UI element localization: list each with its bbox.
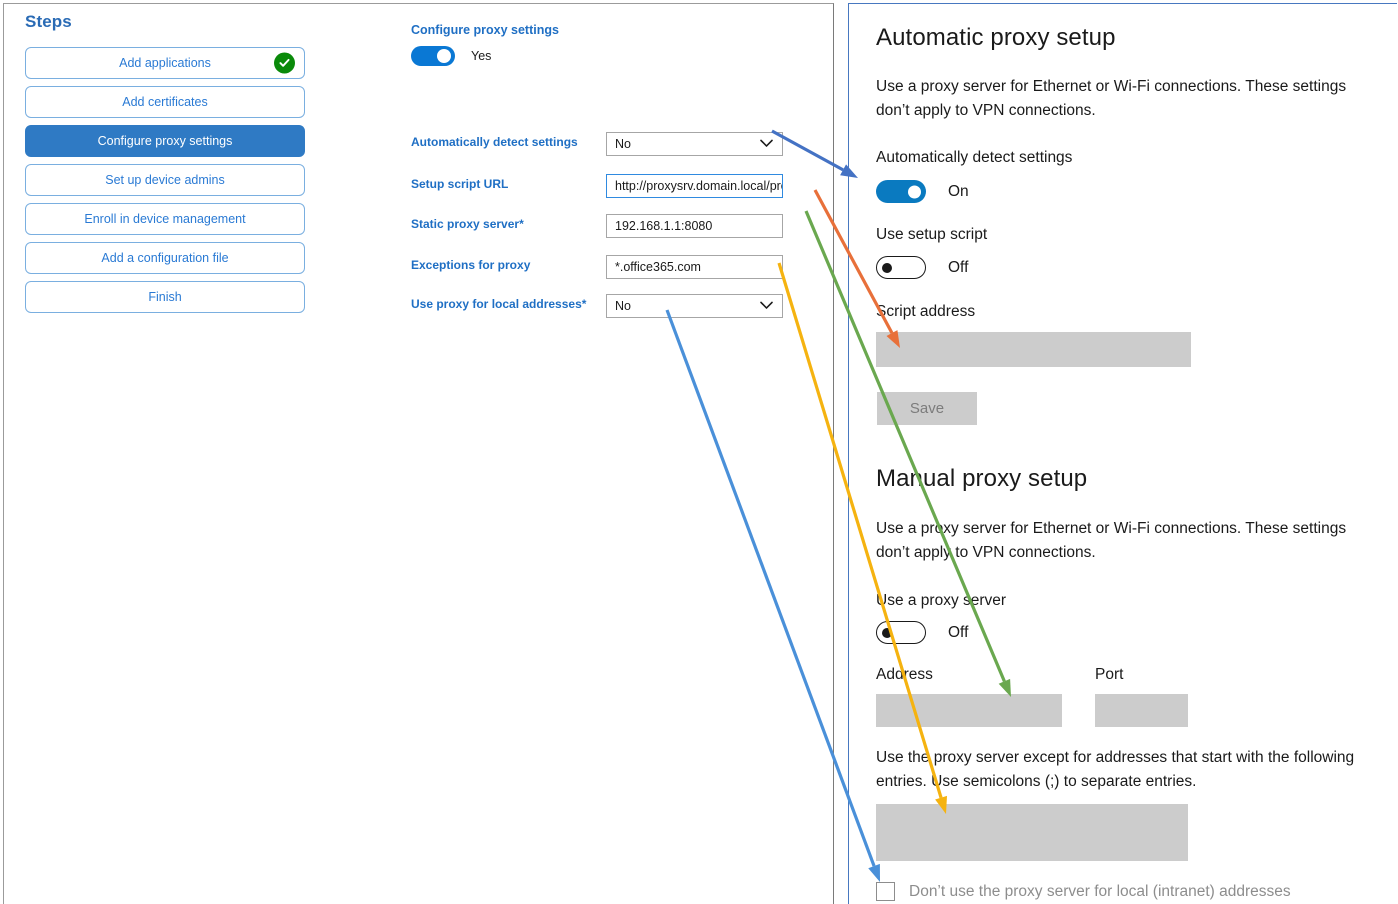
exceptions-for-proxy-input[interactable]: *.office365.com (606, 255, 783, 279)
step-label: Finish (148, 290, 182, 304)
bypass-local-addresses-label: Don’t use the proxy server for local (in… (909, 882, 1291, 900)
automatically-detect-settings-toggle-row: On (876, 180, 969, 203)
automatically-detect-settings-select[interactable]: No (606, 132, 783, 156)
step-item-configure-proxy-settings[interactable]: Configure proxy settings (25, 125, 305, 157)
save-button[interactable]: Save (877, 392, 977, 425)
field-exceptions-for-proxy: Exceptions for proxy *.office365.com (411, 255, 783, 279)
select-value: No (615, 137, 631, 151)
automatically-detect-settings-toggle[interactable] (876, 180, 926, 203)
manual-proxy-setup-description: Use a proxy server for Ethernet or Wi-Fi… (876, 520, 1347, 561)
automatically-detect-settings-label: Automatically detect settings (876, 149, 1073, 166)
use-a-proxy-server-toggle-state: Off (948, 623, 969, 641)
step-label: Configure proxy settings (97, 134, 233, 148)
field-setup-script-url: Setup script URL http://proxysrv.domain.… (411, 174, 783, 198)
static-proxy-server-input[interactable]: 192.168.1.1:8080 (606, 214, 783, 238)
script-address-input[interactable] (876, 332, 1191, 367)
automatically-detect-settings-toggle-state: On (948, 182, 969, 200)
step-label: Set up device admins (105, 173, 225, 187)
field-label: Use proxy for local addresses* (411, 297, 587, 311)
input-value: 192.168.1.1:8080 (615, 219, 713, 233)
use-setup-script-toggle-state: Off (948, 258, 969, 276)
step-item-add-a-configuration-file[interactable]: Add a configuration file (25, 242, 305, 274)
check-circle-icon (274, 52, 295, 74)
step-item-finish[interactable]: Finish (25, 281, 305, 313)
use-a-proxy-server-toggle[interactable] (876, 621, 926, 644)
address-label: Address (876, 666, 933, 683)
step-item-add-applications[interactable]: Add applications (25, 47, 305, 79)
configure-proxy-toggle-label: Yes (471, 49, 492, 63)
use-setup-script-toggle[interactable] (876, 256, 926, 279)
field-label: Exceptions for proxy (411, 258, 531, 272)
field-use-proxy-for-local-addresses: Use proxy for local addresses* No (411, 294, 783, 318)
form-heading: Configure proxy settings (411, 23, 559, 37)
configure-proxy-toggle[interactable] (411, 46, 455, 66)
port-input[interactable] (1095, 694, 1188, 727)
input-value: http://proxysrv.domain.local/proxy.pa (615, 179, 782, 193)
use-a-proxy-server-toggle-row: Off (876, 621, 968, 644)
step-label: Add a configuration file (101, 251, 229, 265)
use-proxy-for-local-addresses-select[interactable]: No (606, 294, 783, 318)
use-setup-script-toggle-row: Off (876, 256, 968, 279)
field-static-proxy-server: Static proxy server* 192.168.1.1:8080 (411, 214, 783, 238)
address-input[interactable] (876, 694, 1062, 727)
field-label: Automatically detect settings (411, 135, 578, 149)
step-item-add-certificates[interactable]: Add certificates (25, 86, 305, 118)
field-label: Static proxy server* (411, 217, 524, 231)
step-label: Enroll in device management (84, 212, 246, 226)
steps-title: Steps (25, 12, 72, 31)
select-value: No (615, 299, 631, 313)
automatic-proxy-setup-description: Use a proxy server for Ethernet or Wi-Fi… (876, 78, 1347, 119)
manual-proxy-setup-heading: Manual proxy setup (876, 465, 1088, 492)
exceptions-input[interactable] (876, 804, 1188, 861)
field-automatically-detect-settings: Automatically detect settings No (411, 132, 783, 156)
automatic-proxy-setup-heading: Automatic proxy setup (876, 24, 1116, 51)
bypass-local-addresses-checkbox[interactable] (876, 882, 895, 901)
wizard-panel: Steps Add applications Add certificates … (3, 3, 834, 904)
step-label: Add applications (119, 56, 211, 70)
use-a-proxy-server-label: Use a proxy server (876, 592, 1007, 609)
port-label: Port (1095, 666, 1124, 683)
steps-list: Add applications Add certificates Config… (25, 47, 305, 320)
step-label: Add certificates (122, 95, 208, 109)
input-value: *.office365.com (615, 260, 701, 274)
bypass-local-addresses-row: Don’t use the proxy server for local (in… (876, 882, 1291, 901)
chevron-down-icon (760, 137, 773, 151)
chevron-down-icon (760, 299, 773, 313)
step-item-enroll-in-device-management[interactable]: Enroll in device management (25, 203, 305, 235)
configure-proxy-toggle-row: Yes (411, 46, 491, 66)
use-setup-script-label: Use setup script (876, 226, 988, 243)
setup-script-url-input[interactable]: http://proxysrv.domain.local/proxy.pa (606, 174, 783, 198)
field-label: Setup script URL (411, 177, 509, 191)
windows-proxy-settings-panel: Automatic proxy setup Use a proxy server… (848, 3, 1397, 904)
step-item-set-up-device-admins[interactable]: Set up device admins (25, 164, 305, 196)
script-address-label: Script address (876, 303, 976, 320)
exceptions-description: Use the proxy server except for addresse… (876, 749, 1355, 790)
